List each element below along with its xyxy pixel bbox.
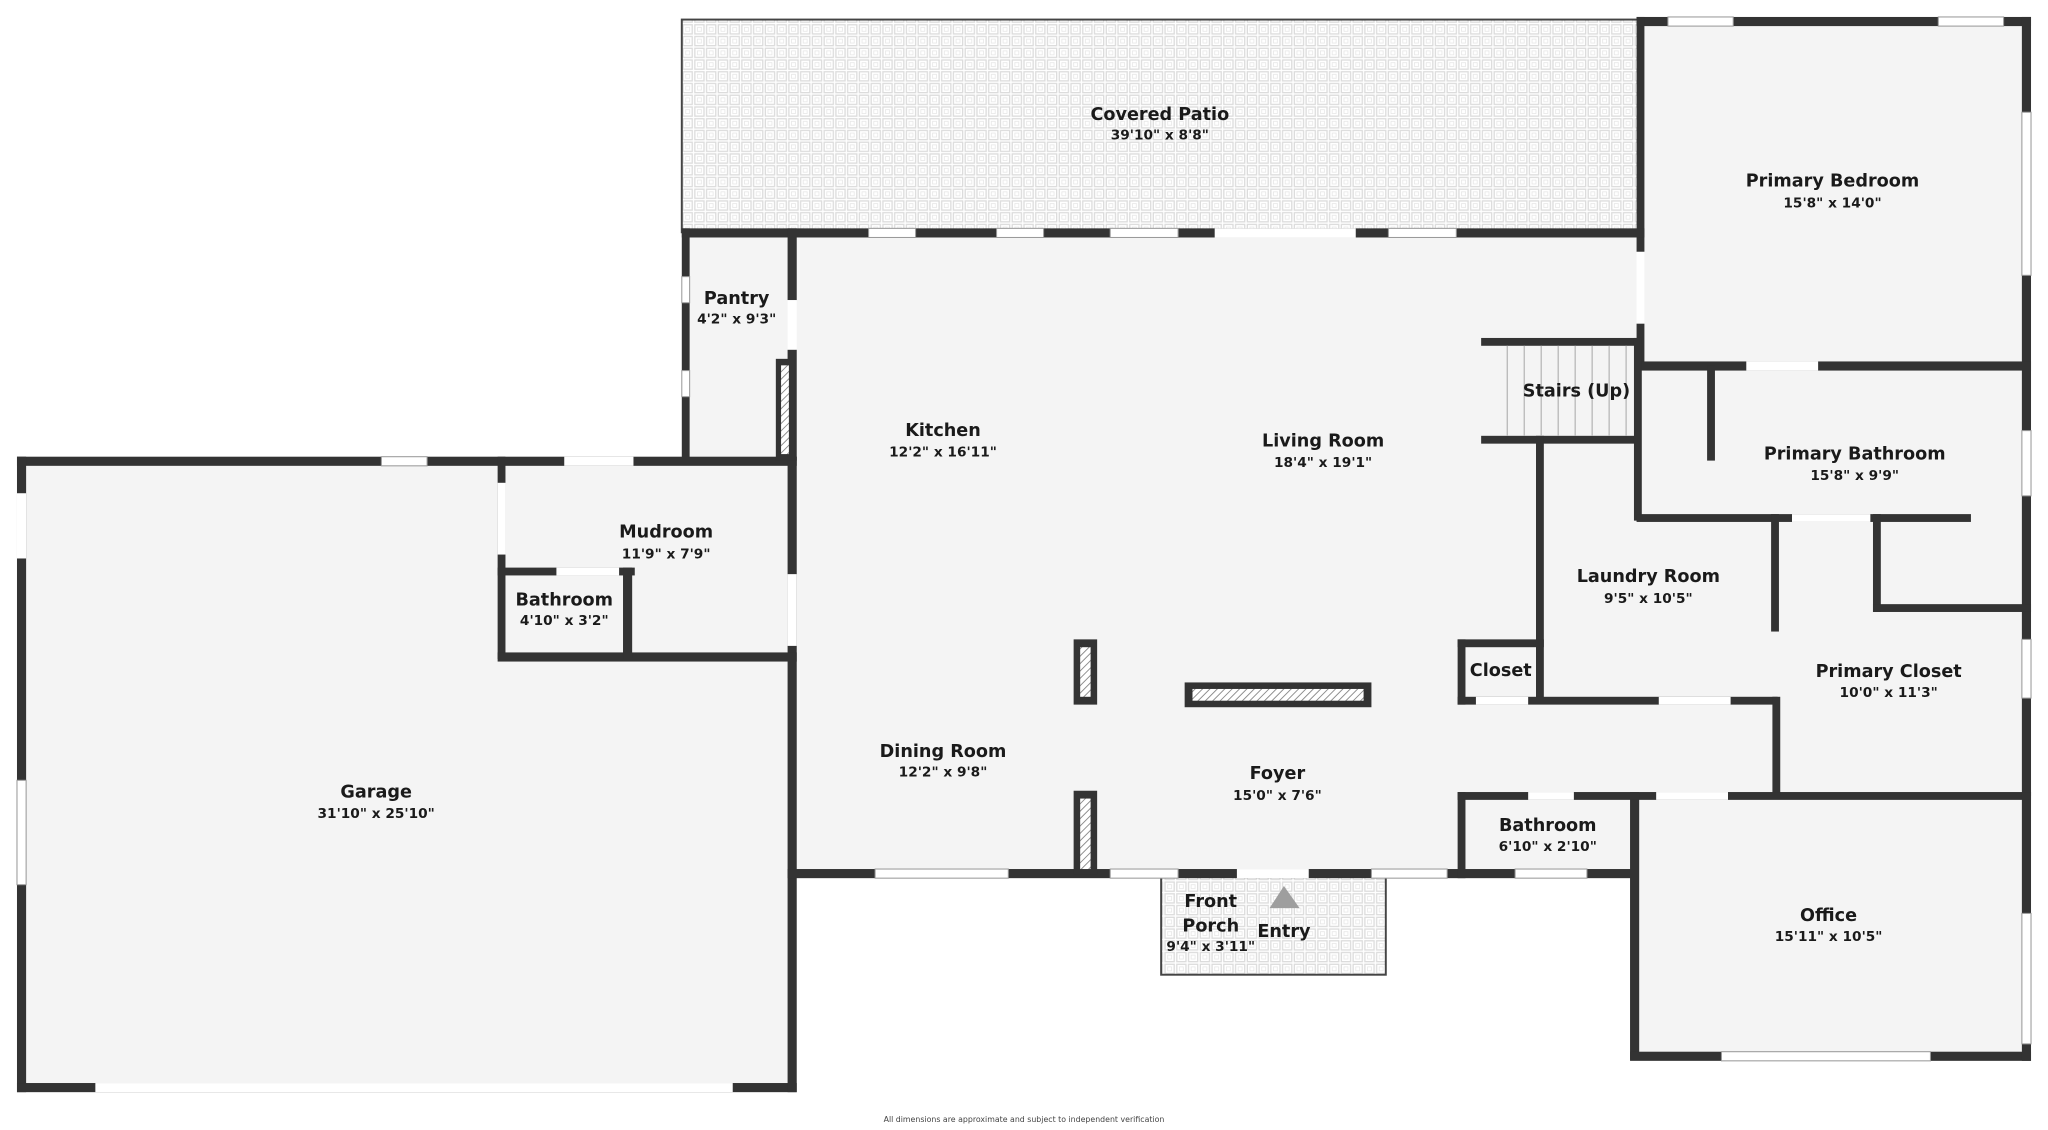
room-label-mudroom: Mudroom (619, 523, 713, 543)
room-dims-primary-bathroom: 15'8" x 9'9" (1810, 468, 1899, 484)
room-label-front-porch-line1: Front (1184, 892, 1237, 912)
covered-patio-floor (680, 18, 1641, 234)
room-dims-laundry-room: 9'5" x 10'5" (1604, 591, 1693, 607)
room-dims-garage: 31'10" x 25'10" (318, 806, 435, 822)
entry-label: Entry (1257, 922, 1311, 942)
room-label-laundry-room: Laundry Room (1577, 567, 1720, 587)
room-label-dining-room: Dining Room (880, 742, 1007, 762)
room-dims-primary-bedroom: 15'8" x 14'0" (1783, 195, 1881, 211)
room-label-garage: Garage (340, 782, 412, 802)
room-label-closet: Closet (1470, 661, 1533, 681)
room-label-office: Office (1800, 906, 1857, 926)
front-porch-floor (1160, 874, 1387, 976)
primary-bedroom-floor (1640, 19, 2029, 366)
room-dims-covered-patio: 39'10" x 8'8" (1111, 128, 1209, 144)
room-label-bathroom-foyer: Bathroom (1499, 816, 1597, 836)
foyer-bathroom-floor (1460, 795, 1637, 875)
room-dims-front-porch: 9'4" x 3'11" (1166, 939, 1255, 955)
room-dims-office: 15'11" x 10'5" (1775, 929, 1883, 945)
room-label-primary-bathroom: Primary Bathroom (1764, 444, 1946, 464)
room-label-covered-patio: Covered Patio (1090, 105, 1229, 125)
room-dims-dining-room: 12'2" x 9'8" (899, 764, 988, 780)
room-label-front-porch-line2: Porch (1182, 917, 1239, 937)
floor-areas (19, 18, 2029, 1090)
openings (16, 16, 2032, 1093)
room-label-primary-closet: Primary Closet (1816, 662, 1963, 682)
laundry-floor (1541, 443, 1777, 796)
room-labels: Covered Patio 39'10" x 8'8" Primary Bedr… (318, 105, 1963, 955)
room-label-kitchen: Kitchen (905, 421, 981, 441)
room-dims-living-room: 18'4" x 19'1" (1274, 455, 1372, 471)
room-dims-pantry: 4'2" x 9'3" (697, 312, 776, 328)
office-floor (1633, 795, 2029, 1057)
room-label-primary-bedroom: Primary Bedroom (1746, 172, 1919, 192)
room-dims-mudroom: 11'9" x 7'9" (622, 546, 711, 562)
entry-arrow-icon (1269, 885, 1300, 909)
hatched-columns (775, 358, 1372, 875)
garage-floor (19, 460, 795, 1090)
room-dims-foyer: 15'0" x 7'6" (1233, 788, 1322, 804)
room-label-bathroom-mudroom: Bathroom (515, 590, 613, 610)
room-label-living-room: Living Room (1262, 431, 1384, 451)
room-dims-kitchen: 12'2" x 16'11" (889, 445, 997, 461)
stairs-treads (1506, 345, 1627, 436)
room-label-pantry: Pantry (704, 289, 770, 309)
room-dims-primary-closet: 10'0" x 11'3" (1840, 685, 1938, 701)
room-dims-bathroom-foyer: 6'10" x 2'10" (1499, 839, 1597, 855)
room-dims-bathroom-mudroom: 4'10" x 3'2" (520, 613, 609, 629)
room-label-foyer: Foyer (1250, 764, 1306, 784)
disclaimer-text: All dimensions are approximate and subje… (884, 1115, 1165, 1124)
room-label-stairs: Stairs (Up) (1523, 382, 1630, 402)
